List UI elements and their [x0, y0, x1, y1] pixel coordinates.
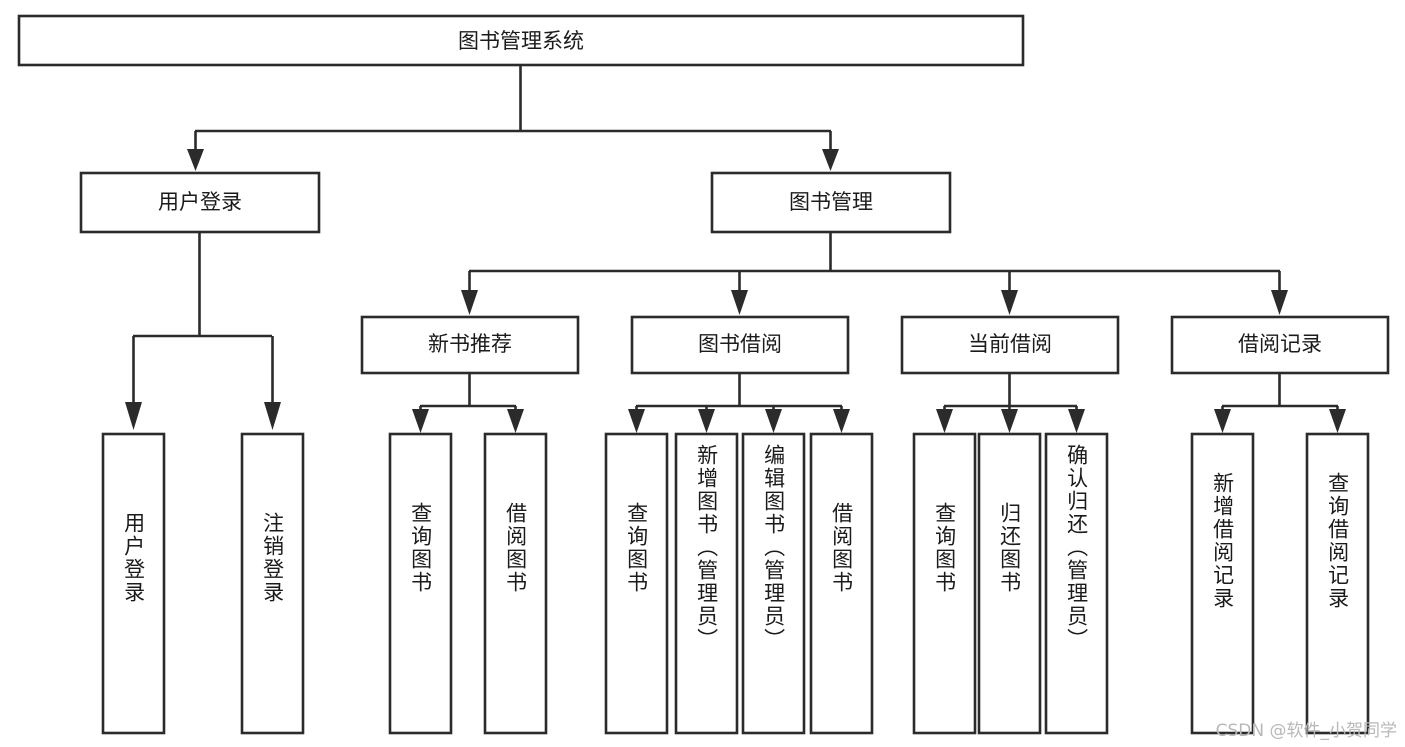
node-user-login[interactable]: 用户登录	[79, 171, 321, 234]
node-leaf-borrow-book-2-box[interactable]	[809, 432, 874, 735]
node-current-borrow-label: 当前借阅	[968, 332, 1052, 356]
node-current-borrow-box[interactable]	[900, 315, 1120, 375]
arrowhead-leaf-query-book-2	[628, 409, 645, 433]
node-leaf-user-login-box[interactable]	[101, 432, 166, 735]
node-new-book-recommend[interactable]: 新书推荐	[360, 315, 580, 375]
node-root-box[interactable]	[17, 14, 1025, 67]
node-borrow-record-label: 借阅记录	[1238, 332, 1322, 356]
arrowhead-leaf-return-book	[1001, 409, 1018, 433]
node-book-manage-label: 图书管理	[789, 190, 873, 214]
arrowhead-user-login	[187, 149, 204, 171]
node-user-login-label: 用户登录	[158, 190, 242, 214]
node-leaf-logout-box[interactable]	[240, 432, 305, 735]
arrowhead-new-book-recommend	[461, 290, 478, 315]
arrowhead-leaf-edit-book	[765, 409, 782, 433]
node-book-manage-box[interactable]	[710, 171, 952, 234]
arrowhead-leaf-query-book-1	[412, 409, 429, 433]
arrowhead-leaf-confirm-return	[1068, 409, 1085, 433]
arrowhead-book-manage	[822, 149, 839, 171]
node-leaf-query-book-1-box[interactable]	[388, 432, 453, 735]
node-new-book-recommend-label: 新书推荐	[428, 332, 512, 356]
node-borrow-record[interactable]: 借阅记录	[1170, 315, 1390, 375]
arrowhead-leaf-add-book	[698, 409, 715, 433]
node-leaf-query-record-box[interactable]	[1305, 432, 1370, 735]
node-book-borrow-label: 图书借阅	[698, 332, 782, 356]
arrowhead-leaf-user-login	[125, 402, 142, 430]
node-user-login-box[interactable]	[79, 171, 321, 234]
node-group: 图书管理系统 用户登录 图书管理 新书推荐 图书借阅 当前	[17, 14, 1390, 735]
arrowhead-borrow-record	[1271, 290, 1288, 315]
node-borrow-record-box[interactable]	[1170, 315, 1390, 375]
node-leaf-edit-book-box[interactable]	[741, 432, 806, 735]
connector-group	[125, 66, 1346, 433]
node-book-borrow[interactable]: 图书借阅	[630, 315, 850, 375]
node-book-manage[interactable]: 图书管理	[710, 171, 952, 234]
csdn-watermark: CSDN @软件_小贺同学	[1215, 721, 1397, 741]
node-leaf-return-book-box[interactable]	[977, 432, 1042, 735]
arrowhead-leaf-query-book-3	[936, 409, 953, 433]
arrowhead-leaf-borrow-book-2	[833, 409, 850, 433]
arrowhead-current-borrow	[1001, 290, 1018, 315]
node-new-book-recommend-box[interactable]	[360, 315, 580, 375]
node-leaf-add-book-box[interactable]	[674, 432, 739, 735]
node-leaf-query-book-3-box[interactable]	[912, 432, 977, 735]
node-book-borrow-box[interactable]	[630, 315, 850, 375]
node-current-borrow[interactable]: 当前借阅	[900, 315, 1120, 375]
arrowhead-leaf-query-record	[1329, 409, 1346, 433]
node-leaf-query-book-2-box[interactable]	[604, 432, 669, 735]
arrowhead-leaf-borrow-book-1	[507, 409, 524, 433]
node-root-label: 图书管理系统	[458, 29, 584, 53]
node-leaf-borrow-book-1-box[interactable]	[483, 432, 548, 735]
node-root[interactable]: 图书管理系统	[17, 14, 1025, 67]
node-leaf-add-record-box[interactable]	[1190, 432, 1255, 735]
arrowhead-leaf-logout	[264, 402, 281, 430]
arrowhead-book-borrow	[731, 290, 748, 315]
node-leaf-confirm-return-box[interactable]	[1044, 432, 1109, 735]
arrowhead-leaf-add-record	[1214, 409, 1231, 433]
